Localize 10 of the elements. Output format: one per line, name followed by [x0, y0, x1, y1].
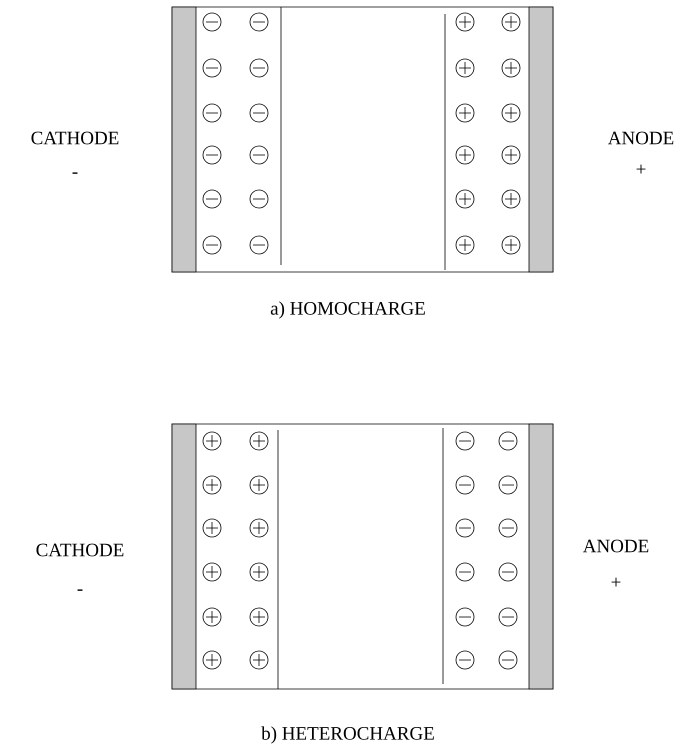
polarity-sign: + — [612, 578, 620, 586]
electrode-label: CATHODE — [31, 132, 118, 144]
electrode-label: ANODE — [582, 540, 648, 552]
caption: a) HOMOCHARGE — [270, 301, 425, 319]
caption: b) HETEROCHARGE — [261, 726, 434, 744]
electrode-label: ANODE — [608, 132, 674, 144]
polarity-sign: - — [72, 172, 78, 174]
electrode-label: CATHODE — [36, 544, 124, 556]
polarity-sign: + — [636, 164, 646, 174]
polarity-sign: - — [78, 589, 82, 591]
